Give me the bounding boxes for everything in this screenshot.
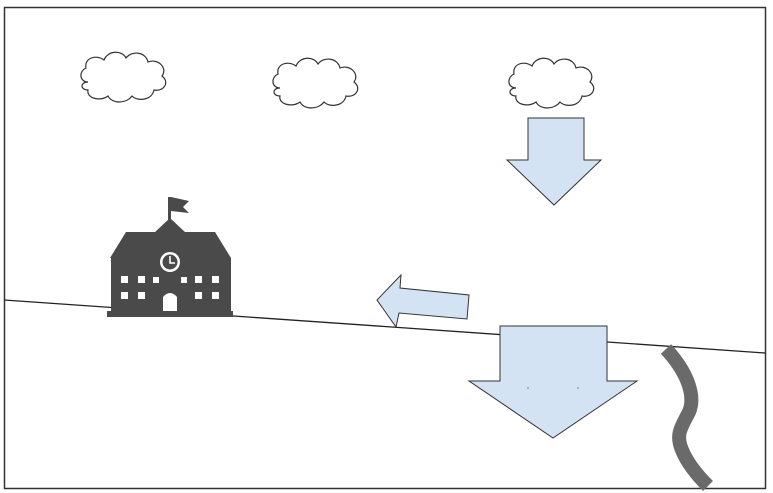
arrow-dots bbox=[527, 387, 579, 389]
arrow-down-from-cloud bbox=[505, 117, 603, 206]
school-building-icon bbox=[107, 197, 233, 317]
cloud-icon bbox=[508, 57, 595, 109]
arrow-left-surface-flow bbox=[376, 273, 470, 329]
cloud-icon bbox=[272, 57, 359, 109]
arrow-down-infiltration bbox=[467, 325, 639, 439]
cloud-icon bbox=[80, 51, 167, 103]
diagram-frame bbox=[3, 6, 767, 490]
stream-channel bbox=[660, 344, 713, 491]
